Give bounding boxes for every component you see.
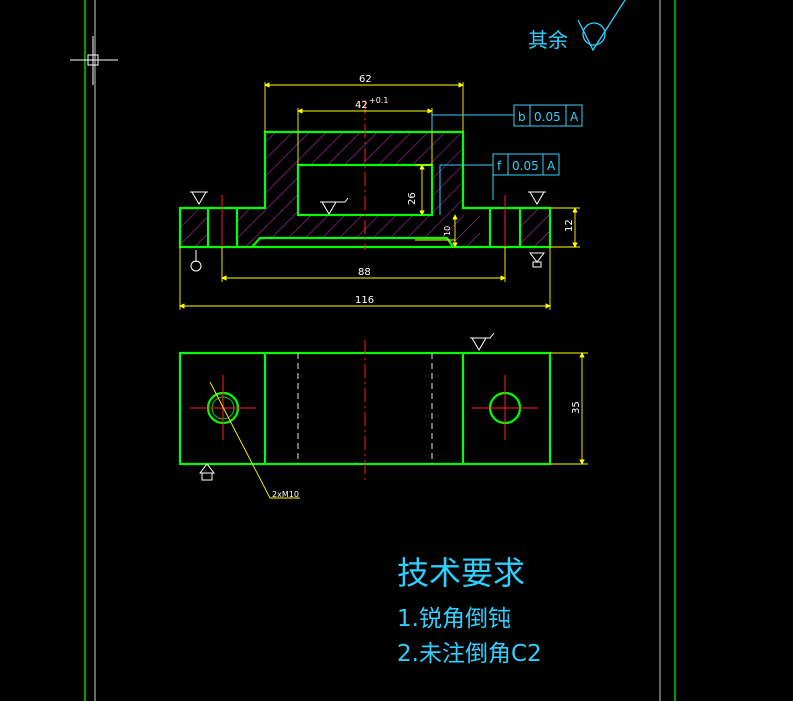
top-view-centerlines [190, 340, 538, 480]
drawing-frame [84, 0, 676, 701]
tolerance-frame-2[interactable]: f 0.05 A [439, 153, 560, 215]
right-lug-hatch [520, 208, 550, 247]
tol-1-value: 0.05 [534, 110, 561, 124]
tolerance-frame-1[interactable]: b 0.05 A [431, 104, 583, 130]
front-view[interactable]: 62 42 +0.1 26 10 88 116 12 b 0.05 A f 0.… [178, 74, 583, 310]
surface-roughness-icon [190, 191, 546, 215]
dim-42: 42 [355, 100, 368, 111]
dim-10: 10 [443, 226, 452, 236]
tech-req-item-2: 2.未注倒角C2 [397, 641, 542, 667]
technical-requirements: 技术要求 1.锐角倒钝 2.未注倒角C2 [397, 554, 542, 667]
hole-callout: 2xM10 [272, 490, 299, 499]
tech-req-title: 技术要求 [397, 554, 525, 592]
tol-1-datum: A [570, 110, 579, 124]
top-view[interactable]: 35 2xM10 [178, 332, 588, 499]
datum-symbol-icon [190, 250, 546, 272]
tol-2-value: 0.05 [512, 159, 539, 173]
dim-12: 12 [564, 219, 575, 232]
front-view-outline [178, 130, 552, 249]
crosshair-cursor-icon [70, 36, 118, 85]
tol-2-symbol: f [497, 159, 502, 173]
surface-roughness-icon [198, 332, 495, 481]
dim-62: 62 [359, 74, 372, 85]
surface-roughness-icon [577, 0, 626, 52]
dim-35: 35 [571, 401, 582, 414]
dim-42-tol: +0.1 [369, 96, 388, 105]
corner-roughness-note: 其余 [528, 0, 626, 52]
tech-req-item-1: 1.锐角倒钝 [397, 606, 511, 632]
tol-2-datum: A [547, 159, 556, 173]
dim-26: 26 [407, 192, 418, 205]
top-view-hidden-lines [297, 353, 433, 464]
left-lug-hatch [180, 208, 208, 247]
dim-116: 116 [355, 295, 374, 306]
dim-88: 88 [358, 267, 371, 278]
corner-note-label: 其余 [528, 28, 568, 52]
top-view-dimension-lines [209, 352, 588, 499]
tol-1-symbol: b [518, 110, 526, 124]
front-view-dimension-lines [179, 82, 580, 310]
